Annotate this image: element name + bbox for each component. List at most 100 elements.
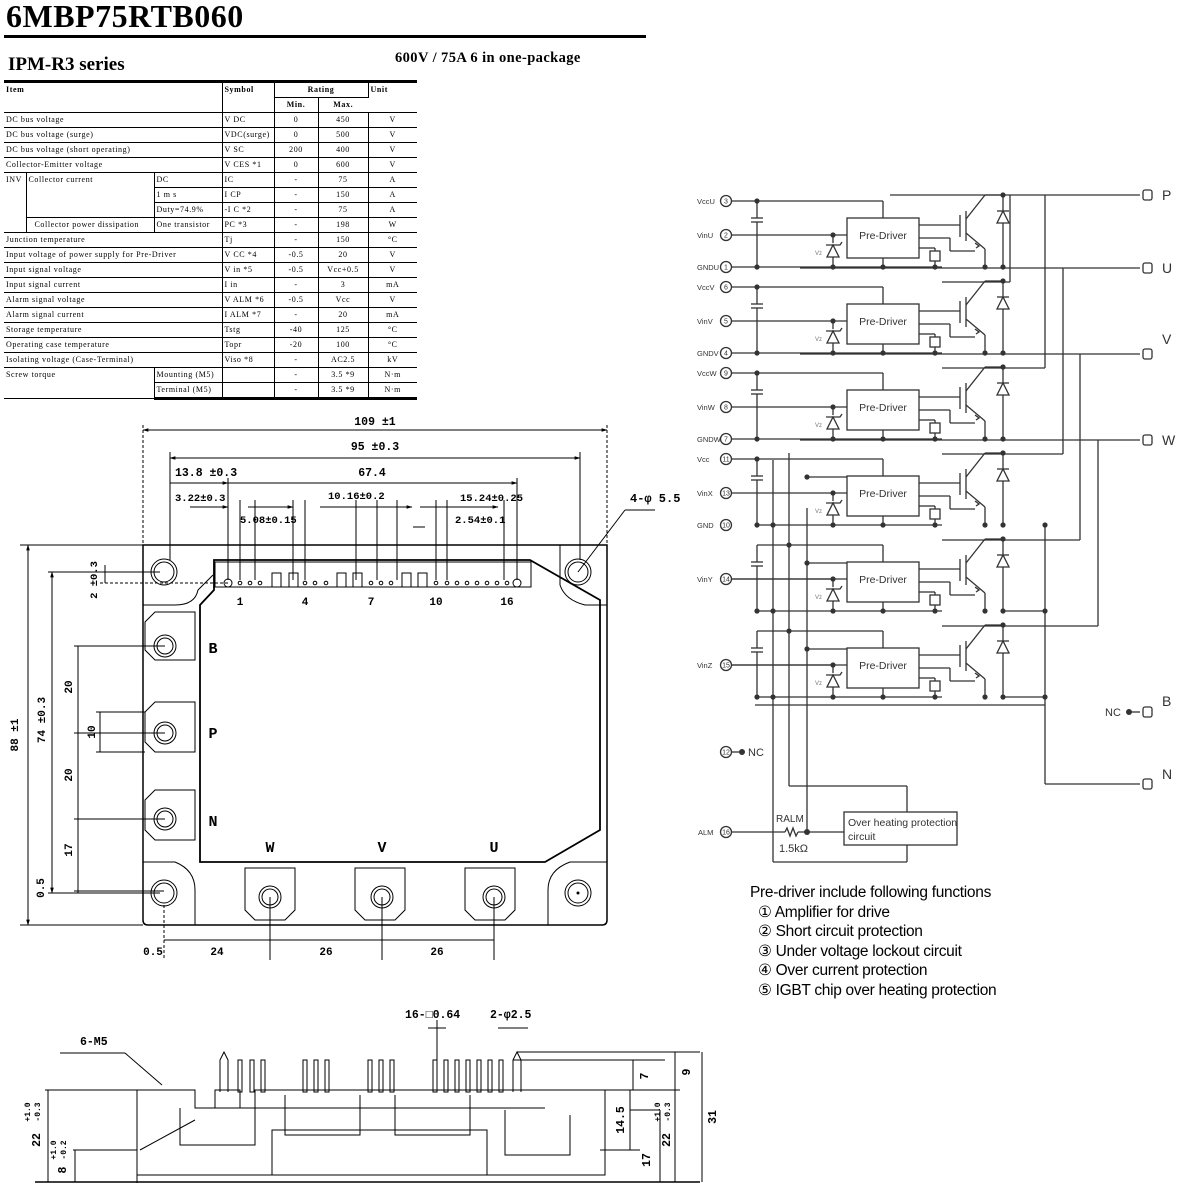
row-max: 3.5 *9 <box>318 382 369 400</box>
side-pin <box>465 1059 471 1093</box>
pin-number: 2 <box>724 233 728 240</box>
row-min: - <box>274 202 319 218</box>
pin-label-gndu: GNDU <box>697 263 719 272</box>
control-connector <box>214 561 532 588</box>
row-symbol: V CC *4 <box>222 247 275 263</box>
dim-pitch-2: 2.54±0.1 <box>455 515 505 527</box>
dim-pin-span: 67.4 <box>358 467 386 480</box>
terminal-label-b: B <box>208 641 217 658</box>
row-symbol: V DC <box>222 112 275 128</box>
table-top-rule <box>4 80 417 83</box>
row-min: - <box>274 232 319 248</box>
row-unit: N·m <box>368 367 417 383</box>
terminal-label-p: P <box>208 726 217 743</box>
signal-pin <box>464 580 470 586</box>
side-view-outline-drawing: 6-M5 16-□0.64 2-φ2.5 7 9 31 14.5 17 22 +… <box>24 1009 720 1183</box>
zener-label: Vz <box>815 509 822 515</box>
terminal-p <box>144 701 196 753</box>
signal-pin <box>323 580 329 586</box>
tol-22-right-minus: -0.3 <box>664 1102 673 1121</box>
tol-22-left-plus: +1.0 <box>24 1102 33 1121</box>
row-unit: V <box>368 262 417 278</box>
row-max: 198 <box>318 217 369 233</box>
signal-pin <box>247 580 253 586</box>
pin-4 <box>719 346 733 360</box>
side-pin <box>302 1059 308 1093</box>
dim-h14-5: 14.5 <box>615 1106 628 1134</box>
function-item: ④ Over current protection <box>750 961 996 981</box>
title-rule <box>4 35 646 38</box>
terminal-label-p: P <box>1162 187 1171 203</box>
pin-number: 3 <box>724 199 728 206</box>
row-condition: 1 m s <box>154 187 223 203</box>
dim-pin-offset: 13.8 ±0.3 <box>175 467 237 480</box>
side-pin <box>260 1059 266 1093</box>
row-max: 3 <box>318 277 369 293</box>
zener-label: Vz <box>815 337 822 343</box>
row-symbol <box>222 367 275 383</box>
terminal-n <box>144 789 196 841</box>
row-item: DC bus voltage (short operating) <box>4 142 223 158</box>
signal-pin <box>444 580 450 586</box>
overheat-box-line1: Over heating protection <box>848 817 957 829</box>
row-min: -0.5 <box>274 262 319 278</box>
row-unit: W <box>368 217 417 233</box>
row-symbol: IC <box>222 172 275 188</box>
dim-pin-row-offset: 2 ±0.3 <box>89 561 101 599</box>
pin-label-gndv: GNDV <box>697 349 719 358</box>
row-symbol: Tstg <box>222 322 275 338</box>
pre-driver-functions-notes: Pre-driver include following functions ①… <box>750 883 997 1001</box>
item-marker: ⑤ <box>758 981 772 999</box>
header-min: Min. <box>274 97 319 113</box>
row-item: Storage temperature <box>4 322 223 338</box>
signal-pin <box>388 580 394 586</box>
pin-number: 8 <box>724 405 728 412</box>
row-min: -40 <box>274 322 319 338</box>
signal-pin <box>504 580 510 586</box>
row-symbol: V CES *1 <box>222 157 275 173</box>
terminal-b <box>144 611 196 661</box>
row-unit: V <box>368 127 417 143</box>
pin-label-vinu: VinU <box>697 231 713 240</box>
dim-bottom-offset: 0.5 <box>36 878 48 898</box>
row-group-inv: INV <box>4 172 27 233</box>
pre-driver-label: Pre-Driver <box>859 660 907 672</box>
pre-driver-label: Pre-Driver <box>859 316 907 328</box>
header-max: Max. <box>318 97 368 113</box>
nc-label: NC <box>748 747 764 759</box>
side-pin <box>389 1059 395 1093</box>
module-housing <box>199 559 601 863</box>
row-max: 75 <box>318 202 369 218</box>
pin-12 <box>719 745 733 759</box>
pin-number: 14 <box>722 577 730 584</box>
item-text: Under voltage lockout circuit <box>775 942 962 960</box>
row-min: -0.5 <box>274 292 319 308</box>
pin-3 <box>719 194 733 208</box>
header-unit: Unit <box>368 83 417 113</box>
terminal-label-b: B <box>1162 693 1171 709</box>
pin-14 <box>719 572 733 586</box>
row-unit: A <box>368 172 417 188</box>
row-item: DC bus voltage <box>4 112 223 128</box>
dim-h17: 17 <box>641 1153 654 1167</box>
pin-13 <box>719 486 733 500</box>
function-item: ③ Under voltage lockout circuit <box>750 942 996 962</box>
pin-number-16: 16 <box>500 597 513 609</box>
dim-p-n: 20 <box>64 768 76 781</box>
pin-8 <box>719 400 733 414</box>
terminal-label-v: V <box>1162 331 1172 347</box>
pin-number: 10 <box>722 523 730 530</box>
row-symbol: Tj <box>222 232 275 248</box>
mount-hole-br <box>564 879 592 907</box>
pin-label-gndw: GNDW <box>697 435 722 444</box>
pre-driver-label: Pre-Driver <box>859 488 907 500</box>
row-item: Collector power dissipation <box>26 217 155 233</box>
item-marker: ③ <box>758 942 772 960</box>
signal-pin <box>484 580 490 586</box>
part-number-title: 6MBP75RTB060 <box>6 0 244 34</box>
dim-h9: 9 <box>681 1068 694 1075</box>
